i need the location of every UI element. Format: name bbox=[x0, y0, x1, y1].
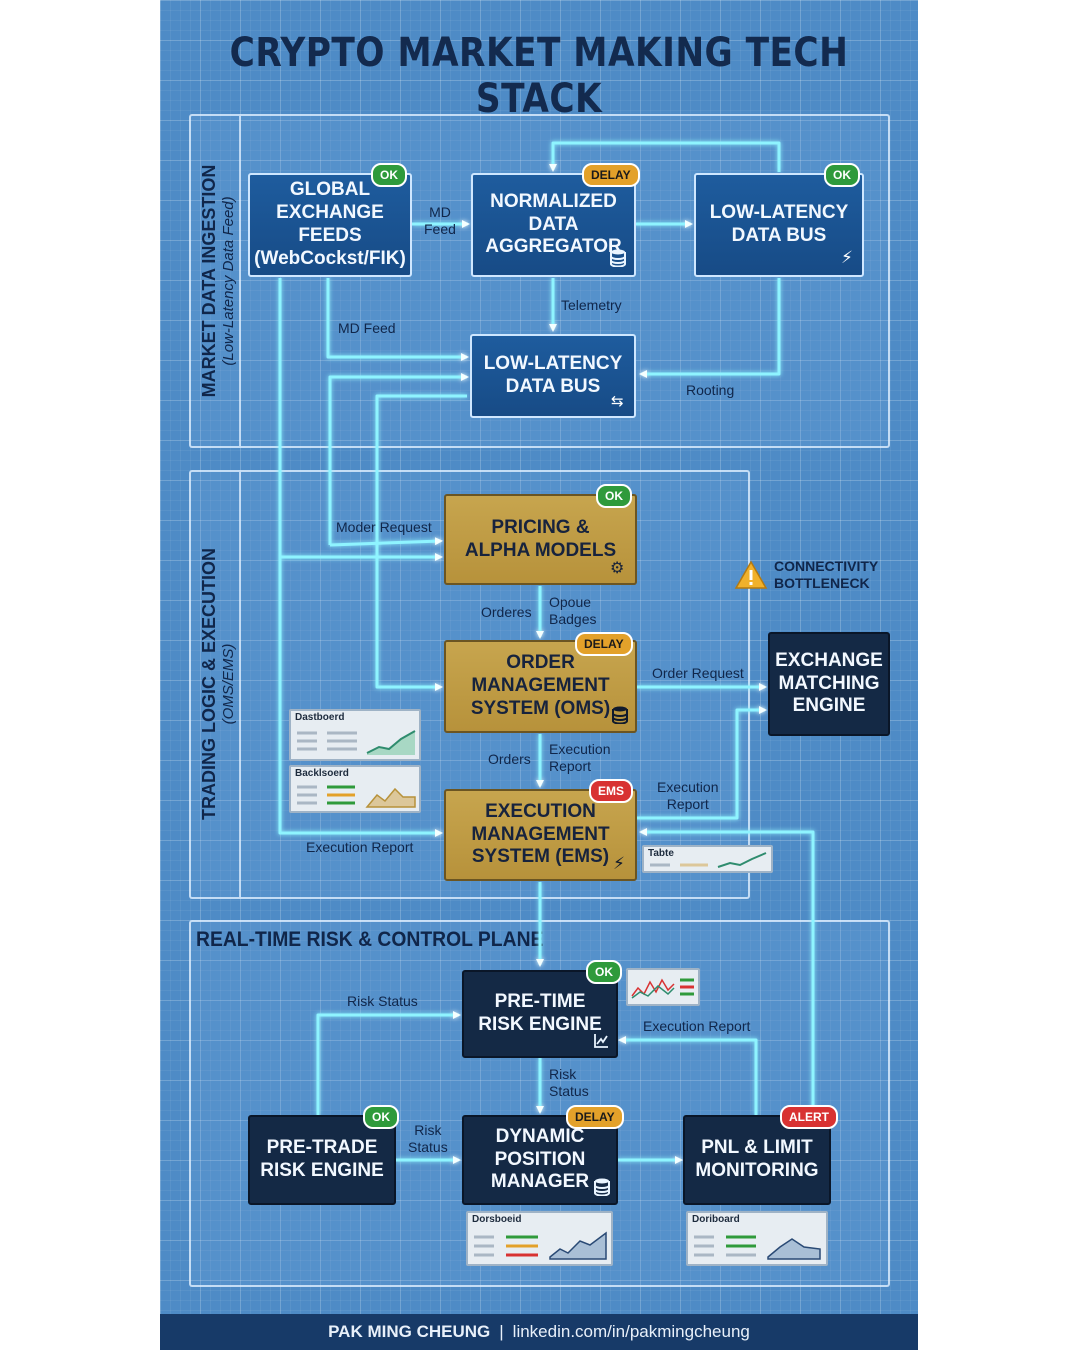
status-badge: EMS bbox=[589, 779, 634, 803]
connection-wires bbox=[278, 141, 815, 1164]
connectivity-bottleneck-label: CONNECTIVITY BOTTLENECK bbox=[774, 558, 879, 591]
flow-label-moder-request: Moder Request bbox=[336, 519, 432, 535]
wire-loop-to-bus-mid bbox=[328, 373, 469, 545]
status-badge: OK bbox=[824, 163, 860, 187]
flow-label-orderes: Orderes bbox=[481, 604, 532, 620]
flow-label-routing: Rooting bbox=[686, 382, 735, 398]
database-icon bbox=[610, 249, 626, 271]
flow-label-risk-status: Risk Status bbox=[347, 993, 418, 1009]
flow-label-risk-status: Risk Status bbox=[549, 1066, 589, 1100]
flow-label-telemetry: Telemetry bbox=[561, 297, 622, 313]
status-badge: DELAY bbox=[582, 163, 640, 187]
flow-label-md-feed: MD Feed bbox=[338, 320, 396, 336]
section-risk-label: REAL-TIME RISK & CONTROL PLANE bbox=[196, 928, 544, 951]
dashboard-widget: Dorsboeid bbox=[466, 1211, 613, 1266]
wire-bus-mid-to-oms bbox=[375, 394, 467, 691]
chart-icon bbox=[593, 1033, 609, 1053]
flow-label-execution-report: Execution Report bbox=[643, 1018, 751, 1034]
status-badge: DELAY bbox=[566, 1105, 624, 1129]
author-name: PAK MING CHEUNG bbox=[328, 1322, 491, 1341]
database-icon bbox=[612, 706, 628, 728]
exchange-matching-engine-node[interactable]: EXCHANGE MATCHING ENGINE bbox=[768, 632, 890, 736]
flow-label-opoue-badges: Opoue Badges bbox=[549, 594, 597, 628]
execution-management-system-node[interactable]: EXECUTION MANAGEMENT SYSTEM (EMS) bbox=[444, 789, 637, 881]
flow-label-md-feed: MD Feed bbox=[424, 204, 456, 238]
database-icon bbox=[594, 1178, 610, 1200]
footer: PAK MING CHEUNG | linkedin.com/in/pakmin… bbox=[160, 1314, 918, 1350]
flow-label-execution-report: Execution Report bbox=[657, 779, 719, 813]
pnl-limit-monitoring-node[interactable]: PNL & LIMIT MONITORING bbox=[683, 1115, 831, 1205]
gears-icon: ⚙ bbox=[610, 558, 625, 577]
dashboard-widget: Dastboerd bbox=[289, 709, 421, 761]
wire-risk-status-left bbox=[316, 1011, 461, 1115]
pre-trade-risk-engine-node[interactable]: PRE-TRADE RISK ENGINE bbox=[248, 1115, 396, 1205]
wire-bus-routing bbox=[639, 278, 781, 378]
flow-label-risk-status: Risk Status bbox=[408, 1122, 448, 1156]
flow-label-order-request: Order Request bbox=[652, 665, 744, 681]
dynamic-position-manager-node[interactable]: DYNAMIC POSITION MANAGER bbox=[462, 1115, 618, 1205]
dashboard-widget: Doriboard bbox=[686, 1211, 828, 1266]
status-badge: OK bbox=[363, 1105, 399, 1129]
swap-arrows-icon: ⇆ bbox=[611, 392, 624, 410]
wire-pnl-to-ems bbox=[639, 828, 815, 1115]
status-badge: ALERT bbox=[780, 1105, 838, 1129]
pre-time-risk-engine-node[interactable]: PRE-TIME RISK ENGINE bbox=[462, 970, 618, 1058]
wire-feeds-md-to-bus-mid bbox=[326, 278, 469, 361]
lightning-icon: ⚡ bbox=[613, 854, 625, 874]
status-badge: OK bbox=[586, 960, 622, 984]
wire-execution-report-loop bbox=[278, 557, 443, 837]
flow-label-execution-report: Execution Report bbox=[549, 741, 611, 775]
global-exchange-feeds-node[interactable]: GLOBAL EXCHANGE FEEDS (WebCockst/FIK) bbox=[248, 173, 412, 277]
poster-title: CRYPTO MARKET MAKING TECH STACK bbox=[229, 30, 849, 122]
pricing-alpha-models-node[interactable]: PRICING & ALPHA MODELS bbox=[444, 494, 637, 585]
low-latency-data-bus-mid-node[interactable]: LOW-LATENCY DATA BUS bbox=[470, 334, 636, 418]
wire-pnl-to-pretime bbox=[618, 1036, 758, 1115]
normalized-data-aggregator-node[interactable]: NORMALIZED DATA AGGREGATOR bbox=[471, 173, 636, 277]
flow-label-orders: Orders bbox=[488, 751, 531, 767]
wire-bus-loop-to-aggregator bbox=[549, 141, 781, 172]
status-badge: OK bbox=[596, 484, 632, 508]
lightning-icon: ⚡ bbox=[841, 248, 853, 268]
warning-icon bbox=[734, 560, 768, 594]
footer-separator: | bbox=[499, 1322, 504, 1341]
sparkline-widget bbox=[626, 968, 700, 1006]
flow-label-execution-report: Execution Report bbox=[306, 839, 414, 855]
low-latency-data-bus-top-node[interactable]: LOW-LATENCY DATA BUS bbox=[694, 173, 864, 277]
table-widget: Tabte bbox=[642, 845, 773, 873]
wire-ems-to-exchange bbox=[637, 706, 767, 820]
status-badge: DELAY bbox=[575, 632, 633, 656]
status-badge: OK bbox=[371, 163, 407, 187]
linkedin-link[interactable]: linkedin.com/in/pakmingcheung bbox=[512, 1322, 750, 1341]
wire-moder-request bbox=[329, 537, 443, 547]
dashboard-widget: Backlsoerd bbox=[289, 765, 421, 813]
infographic-poster: CRYPTO MARKET MAKING TECH STACK MARKET D… bbox=[160, 0, 918, 1350]
